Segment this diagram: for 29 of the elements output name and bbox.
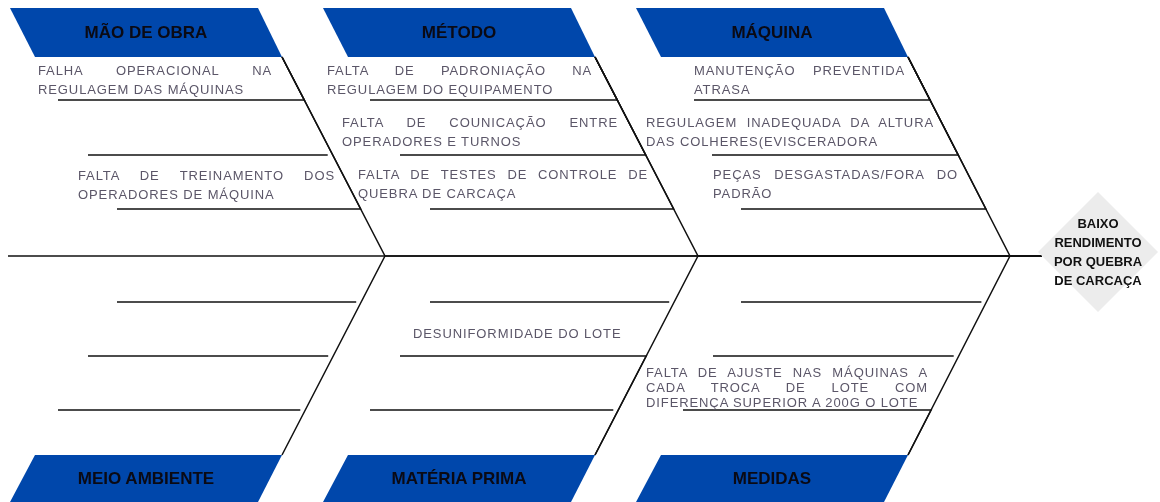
category-banner: [323, 455, 595, 502]
cause-text: FALTA DE PADRONIAÇÃO NA REGULAGEM DO EQUIPAMENTO: [327, 62, 592, 99]
cause-text: PEÇAS DESGASTADAS/FORA DO PADRÃO: [713, 166, 958, 203]
cause-text: REGULAGEM INADEQUADA DA ALTURA DAS COLHERES(EVISCERADORA: [646, 114, 934, 151]
cause-text: MANUTENÇÃO PREVENTIDA ATRASA: [694, 62, 905, 99]
category-label: MÃO DE OBRA: [83, 22, 209, 43]
cause-text: FALTA DE COUNICAÇÃO ENTRE OPERADORES E TURNOS: [342, 114, 618, 151]
cause-bone: [399, 355, 648, 456]
cause-bone: [682, 409, 933, 456]
cause-text: FALTA DE AJUSTE NAS MÁQUINAS A CADA TROCA DE LOTE COM DIFERENÇA SUPERIOR A 200G O LOTE: [646, 365, 928, 410]
category-label: MATÉRIA PRIMA: [390, 468, 528, 489]
cause-bone: [740, 56, 988, 210]
category-label: MEDIDAS: [731, 468, 813, 489]
cause-bone: [116, 56, 362, 210]
effect-label: BAIXO RENDIMENTO POR QUEBRA DE CARCAÇA: [1052, 215, 1144, 290]
cause-text: DESUNIFORMIDADE DO LOTE: [413, 325, 623, 343]
category-label: MÁQUINA: [730, 22, 814, 43]
category-banner: [323, 8, 595, 57]
cause-text: FALHA OPERACIONAL NA REGULAGEM DAS MÁQUINAS: [38, 62, 272, 99]
category-banner: [10, 455, 282, 502]
category-banner: [636, 8, 908, 57]
category-label: MEIO AMBIENTE: [76, 468, 216, 489]
category-label: MÉTODO: [420, 22, 498, 43]
category-banner: [636, 455, 908, 502]
cause-bone: [429, 56, 675, 210]
cause-text: FALTA DE TESTES DE CONTROLE DE QUEBRA DE CARCAÇA: [358, 166, 648, 203]
effect-diamond: [1038, 192, 1158, 312]
cause-text: FALTA DE TREINAMENTO DOS OPERADORES DE MÁQUINA: [78, 167, 335, 204]
category-banner: [10, 8, 282, 57]
